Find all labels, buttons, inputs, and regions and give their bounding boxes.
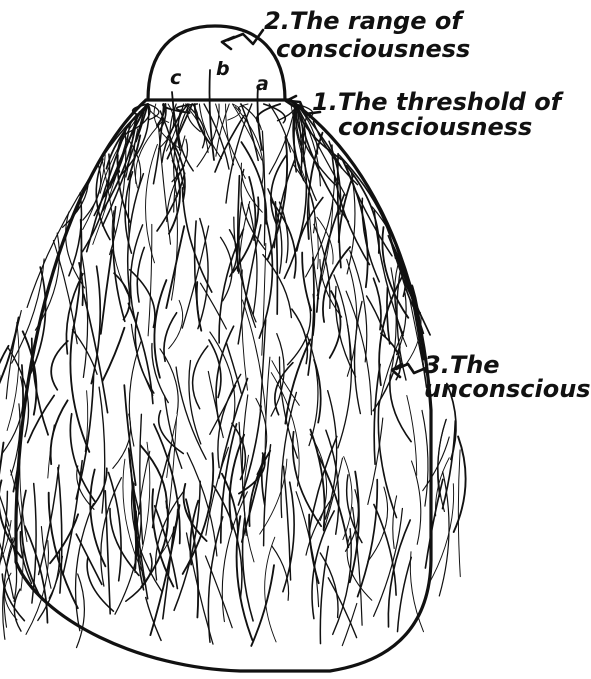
idea-strand	[164, 313, 177, 362]
idea-strand	[259, 220, 272, 338]
idea-strand	[51, 341, 68, 390]
idea-strand	[249, 451, 270, 526]
idea-strand	[113, 207, 125, 322]
idea-strand	[28, 395, 55, 442]
idea-strand	[166, 226, 184, 308]
unconscious-body	[16, 100, 431, 671]
idea-strand	[193, 346, 208, 409]
idea-strand	[238, 406, 261, 505]
range-label-line1: 2.The range of	[264, 7, 464, 35]
idea-strands	[0, 70, 466, 648]
idea-strand	[77, 574, 85, 648]
idea-strand	[176, 367, 206, 459]
idea-strand	[154, 280, 166, 378]
idea-strand	[425, 479, 442, 568]
idea-strand	[251, 565, 274, 646]
threshold-label-line2: consciousness	[338, 113, 532, 141]
idea-strand	[257, 104, 280, 124]
idea-strand	[344, 163, 392, 256]
idea-strand	[362, 198, 379, 281]
idea-strand	[358, 480, 378, 597]
idea-strand	[235, 107, 263, 184]
point-label-c: c	[170, 67, 182, 89]
idea-strand	[374, 509, 403, 617]
idea-strand	[387, 287, 390, 344]
idea-strand	[241, 104, 258, 160]
idea-strand	[422, 410, 428, 506]
range-label-line2: consciousness	[276, 35, 470, 63]
idea-strand	[221, 424, 237, 543]
idea-strand	[63, 461, 82, 575]
idea-strand	[335, 286, 355, 377]
unconscious-label-line2: unconscious	[424, 375, 591, 403]
idea-strand	[292, 309, 308, 364]
idea-strand	[269, 104, 295, 174]
idea-strand	[393, 496, 397, 549]
idea-strand	[189, 361, 201, 444]
unconscious-arrow	[392, 364, 426, 377]
idea-strand	[81, 250, 88, 377]
idea-strand	[101, 250, 112, 334]
idea-strand	[302, 253, 311, 311]
idea-strand	[160, 349, 178, 414]
threshold-label-line1: 1.The threshold of	[312, 88, 564, 116]
idea-strand	[137, 247, 144, 302]
point-label-b: b	[216, 58, 230, 80]
idea-strand	[307, 334, 318, 445]
idea-strand	[272, 546, 289, 600]
idea-strand	[167, 165, 185, 221]
idea-strand	[103, 328, 125, 381]
idea-strand	[281, 392, 296, 517]
idea-strand	[390, 375, 411, 442]
idea-strand	[109, 473, 122, 581]
range-arrow	[222, 30, 263, 49]
idea-strand	[90, 470, 105, 567]
idea-strand	[157, 173, 185, 231]
point-label-a: a	[256, 73, 269, 95]
idea-strand	[76, 374, 93, 499]
idea-strand	[140, 414, 143, 544]
idea-strand	[275, 202, 277, 314]
idea-strand	[265, 357, 270, 459]
conscious-strand	[258, 86, 263, 150]
idea-strand	[398, 557, 412, 631]
idea-strand	[221, 237, 233, 300]
idea-strand	[412, 461, 421, 544]
idea-strand	[219, 229, 243, 343]
